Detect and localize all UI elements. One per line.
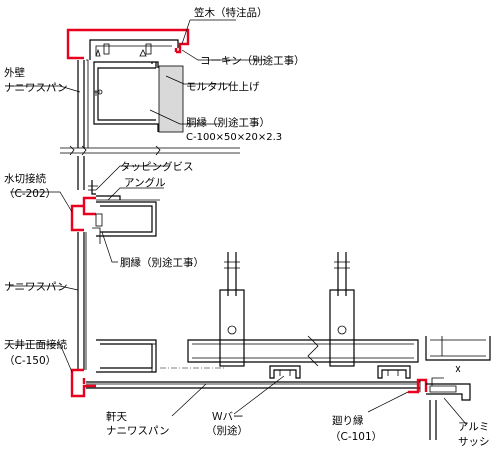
outer-wall-panel-lower (77, 232, 87, 370)
label-angle: アングル (124, 176, 166, 189)
mizukiri-joint (70, 196, 96, 232)
label-mortar: モルタル仕上げ (186, 80, 260, 93)
coping-kasagi (66, 28, 190, 60)
label-top-doubuchi-spec: C-100×50×20×2.3 (186, 132, 282, 143)
label-caulking: コーキン（別途工事） (200, 54, 305, 67)
lower-c-channel (96, 339, 157, 373)
label-aluminum: アルミ (458, 421, 489, 433)
label-ceiling-joint-code: （C-150） (4, 355, 56, 367)
label-mid-panel: ナニワスパン (4, 281, 68, 293)
label-ceiling-joint: 天井正面接続 (4, 338, 67, 351)
label-kasagi: 笠木（特注品） (194, 6, 268, 19)
mortar-block (158, 65, 184, 133)
label-tapping-screw: タッピングビス (120, 160, 194, 173)
label-outer-wall-panel: ナニワスパン (4, 82, 68, 94)
label-mizukiri: 水切接続 (4, 172, 46, 185)
ceiling-front-joint (70, 368, 96, 398)
label-outer-wall: 外壁 (4, 66, 25, 79)
top-c-channel (93, 61, 159, 132)
leaders (10, 19, 467, 425)
label-mawari-buchi: 廻り縁 (332, 414, 364, 427)
label-mizukiri-code: （C-202） (4, 188, 56, 200)
outer-wall-panel-top (77, 56, 89, 148)
label-top-doubuchi: 胴縁（別途工事） (186, 116, 270, 129)
break-line-top (60, 145, 240, 156)
label-w-bar: Ｗバー (212, 411, 244, 423)
soffit-panel (86, 381, 420, 389)
ceiling-channel (187, 335, 419, 367)
label-sash: サッシ (458, 436, 490, 448)
w-bar-right (377, 365, 411, 379)
mid-c-channel (88, 180, 160, 244)
label-soffit: 軒天 (106, 411, 127, 423)
label-mid-doubuchi: 胴縁（別途工事） (120, 256, 204, 269)
label-soffit-panel: ナニワスパン (106, 425, 170, 437)
w-bar-left (269, 365, 301, 379)
label-w-bar-note: （別途） (206, 424, 248, 437)
outer-wall-panel-mid (77, 156, 85, 190)
aluminum-sash (425, 336, 491, 440)
hanger-assembly-right (329, 252, 355, 367)
hanger-assembly-left (219, 252, 245, 367)
label-mawari-buchi-code: （C-101） (330, 431, 382, 443)
top-bracket (89, 39, 179, 60)
